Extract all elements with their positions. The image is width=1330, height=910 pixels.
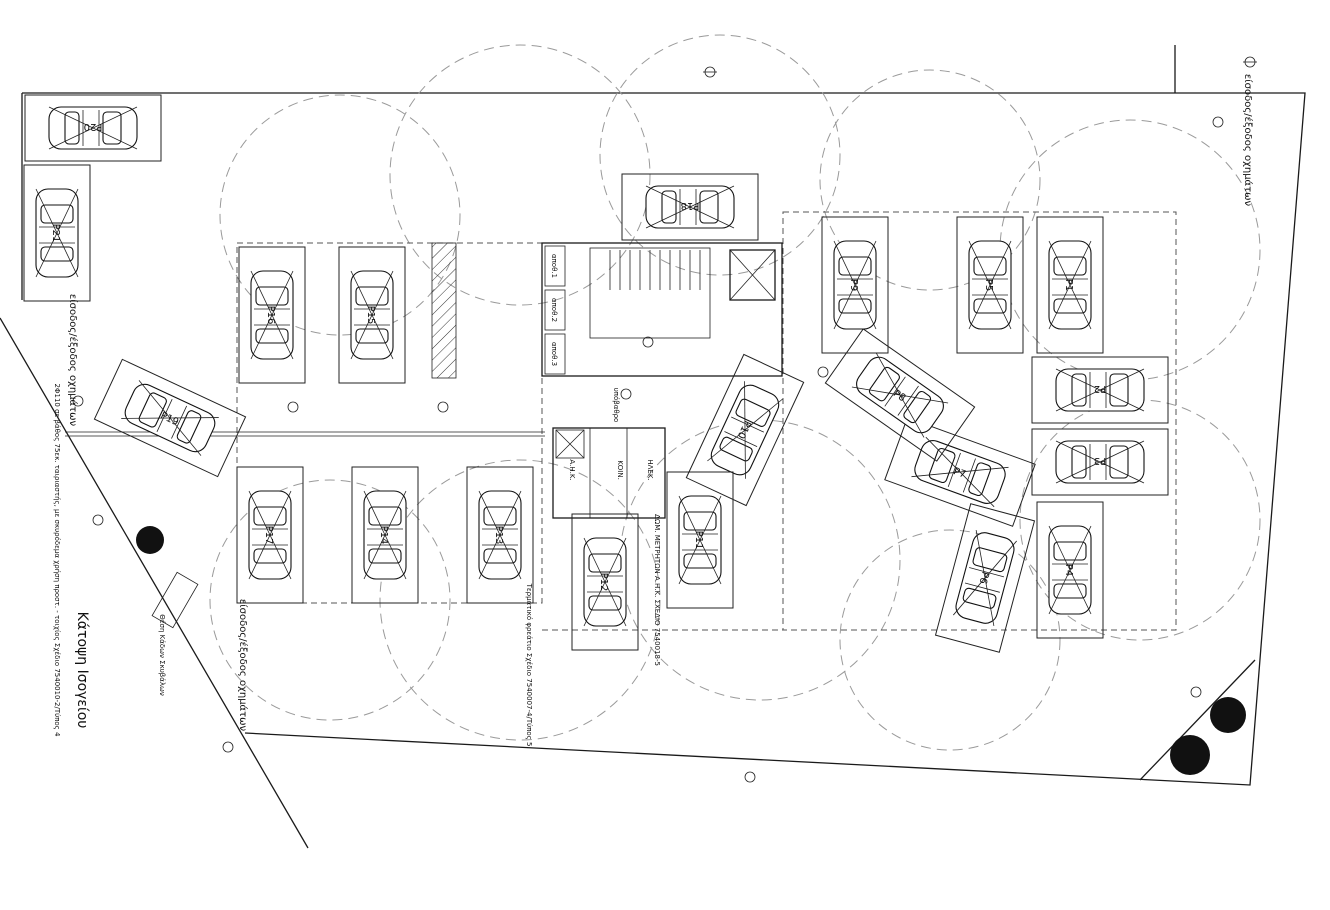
- parking-space-p12: P12: [571, 513, 639, 651]
- parking-bay: [351, 466, 419, 604]
- parking-space-p2: P2: [1031, 356, 1169, 424]
- parking-bay: [1031, 356, 1169, 424]
- parking-space-label: P2: [1094, 383, 1106, 394]
- parking-bay: [1036, 216, 1104, 354]
- tree-icons: [136, 526, 1246, 775]
- parking-bay: [338, 246, 406, 384]
- parking-space-p20: P20: [24, 94, 162, 162]
- parking-space-label: P7: [952, 466, 967, 481]
- parking-bay: [571, 513, 639, 651]
- parking-space-label: P20: [84, 121, 103, 132]
- plot-boundary: [0, 45, 1306, 849]
- parking-bay: [1036, 501, 1104, 639]
- entrance-label-top-right: είσοδος/έξοδος οχημάτων: [1242, 74, 1254, 207]
- parking-space-p16: P16: [238, 246, 306, 384]
- parking-space-p17: P17: [236, 466, 304, 604]
- parking-space-label: P16: [265, 306, 276, 325]
- parking-space-label: P6: [977, 570, 991, 585]
- parking-bay: [934, 503, 1036, 653]
- parking-space-p10: P10: [685, 353, 805, 507]
- parking-space-p15: P15: [338, 246, 406, 384]
- parking-space-p6: P6: [934, 503, 1036, 653]
- parking-space-p5: P5: [956, 216, 1024, 354]
- parking-space-label: P18: [681, 200, 700, 211]
- parking-space-p19: P19: [93, 358, 247, 478]
- room-ahk-label: Α.Η.Κ.: [568, 459, 576, 480]
- parking-bay: [236, 466, 304, 604]
- parking-spaces: P1P2P3P4P5P6P7P8P9P10P11P12P13P14P15P16P…: [23, 94, 1169, 653]
- parking-space-p7: P7: [884, 417, 1036, 527]
- parking-space-label: P17: [263, 526, 274, 545]
- parking-space-label: P4: [1063, 564, 1074, 576]
- bin-area: [151, 571, 199, 629]
- parking-space-p1: P1: [1036, 216, 1104, 354]
- parking-space-label: P5: [983, 279, 994, 291]
- building-outline: [65, 211, 1177, 631]
- parking-bay: [24, 94, 162, 162]
- storage-1-label: αποθ.1: [550, 254, 558, 278]
- parking-space-p3: P3: [1031, 428, 1169, 496]
- parking-space-p14: P14: [351, 466, 419, 604]
- parking-bay: [824, 328, 976, 462]
- storage-rooms: αποθ.1 αποθ.2 αποθ.3 Α.Η.Κ. ΚΟΙΝ. ΗΛΕΚ.: [544, 245, 654, 481]
- parking-space-label: P15: [365, 306, 376, 325]
- parking-space-p8: P8: [824, 328, 976, 462]
- entrance-label-bottom-left: είσοδος/έξοδος οχημάτων: [237, 599, 249, 732]
- lifting-label: υπόβαθρο: [612, 388, 620, 423]
- parking-space-p4: P4: [1036, 501, 1104, 639]
- parking-space-label: P21: [50, 224, 61, 243]
- parking-bay: [466, 466, 534, 604]
- storage-3-label: αποθ.3: [550, 342, 558, 366]
- parking-space-p21: P21: [23, 164, 91, 302]
- parking-bay: [666, 471, 734, 609]
- parking-bay: [685, 353, 805, 507]
- parking-space-p11: P11: [666, 471, 734, 609]
- terminal-drain-note: Τερματικό φρεάτιο Σχέδιο 7540007-4/Τύπος…: [525, 583, 533, 747]
- parking-bay: [821, 216, 889, 354]
- parking-bay: [93, 358, 247, 478]
- entrance-label-left: είσοδος/έξοδος οχημάτων: [67, 294, 79, 427]
- level-markers: [72, 56, 1257, 783]
- parking-bay: [956, 216, 1024, 354]
- room-koin-label: ΚΟΙΝ.: [616, 460, 624, 480]
- parking-space-p9: P9: [821, 216, 889, 354]
- parking-space-label: P14: [378, 526, 389, 545]
- storage-2-label: αποθ.2: [550, 298, 558, 322]
- parking-bay: [238, 246, 306, 384]
- meter-room-note: ΔΩΜ. ΜΕΤΡΗΤΩΝ Α.Η.Κ. ΣΧΕΔΙΟ 7540018-5: [653, 514, 661, 666]
- parking-space-label: P11: [693, 531, 704, 550]
- parking-space-p18: P18: [621, 173, 759, 241]
- bin-area-label: Θέση Κάδων Σκυβάλων: [158, 614, 166, 696]
- parking-bay: [23, 164, 91, 302]
- parking-bay: [1031, 428, 1169, 496]
- parking-bay: [621, 173, 759, 241]
- stair-core: [431, 242, 783, 519]
- parking-space-label: P13: [493, 526, 504, 545]
- parking-space-label: P12: [598, 573, 609, 592]
- parking-bay: [884, 417, 1036, 527]
- parking-space-label: P9: [848, 279, 859, 291]
- floor-plan-title: Κάτοψη Ισογείου: [74, 612, 90, 729]
- parking-space-label: P3: [1094, 455, 1106, 466]
- pipe-note: 2Φ110 σε βάθος 75εκ. ταιριαστής, με σκυρ…: [53, 384, 61, 737]
- parking-space-p13: P13: [466, 466, 534, 604]
- parking-space-label: P1: [1063, 279, 1074, 291]
- room-ilek-label: ΗΛΕΚ.: [646, 459, 654, 480]
